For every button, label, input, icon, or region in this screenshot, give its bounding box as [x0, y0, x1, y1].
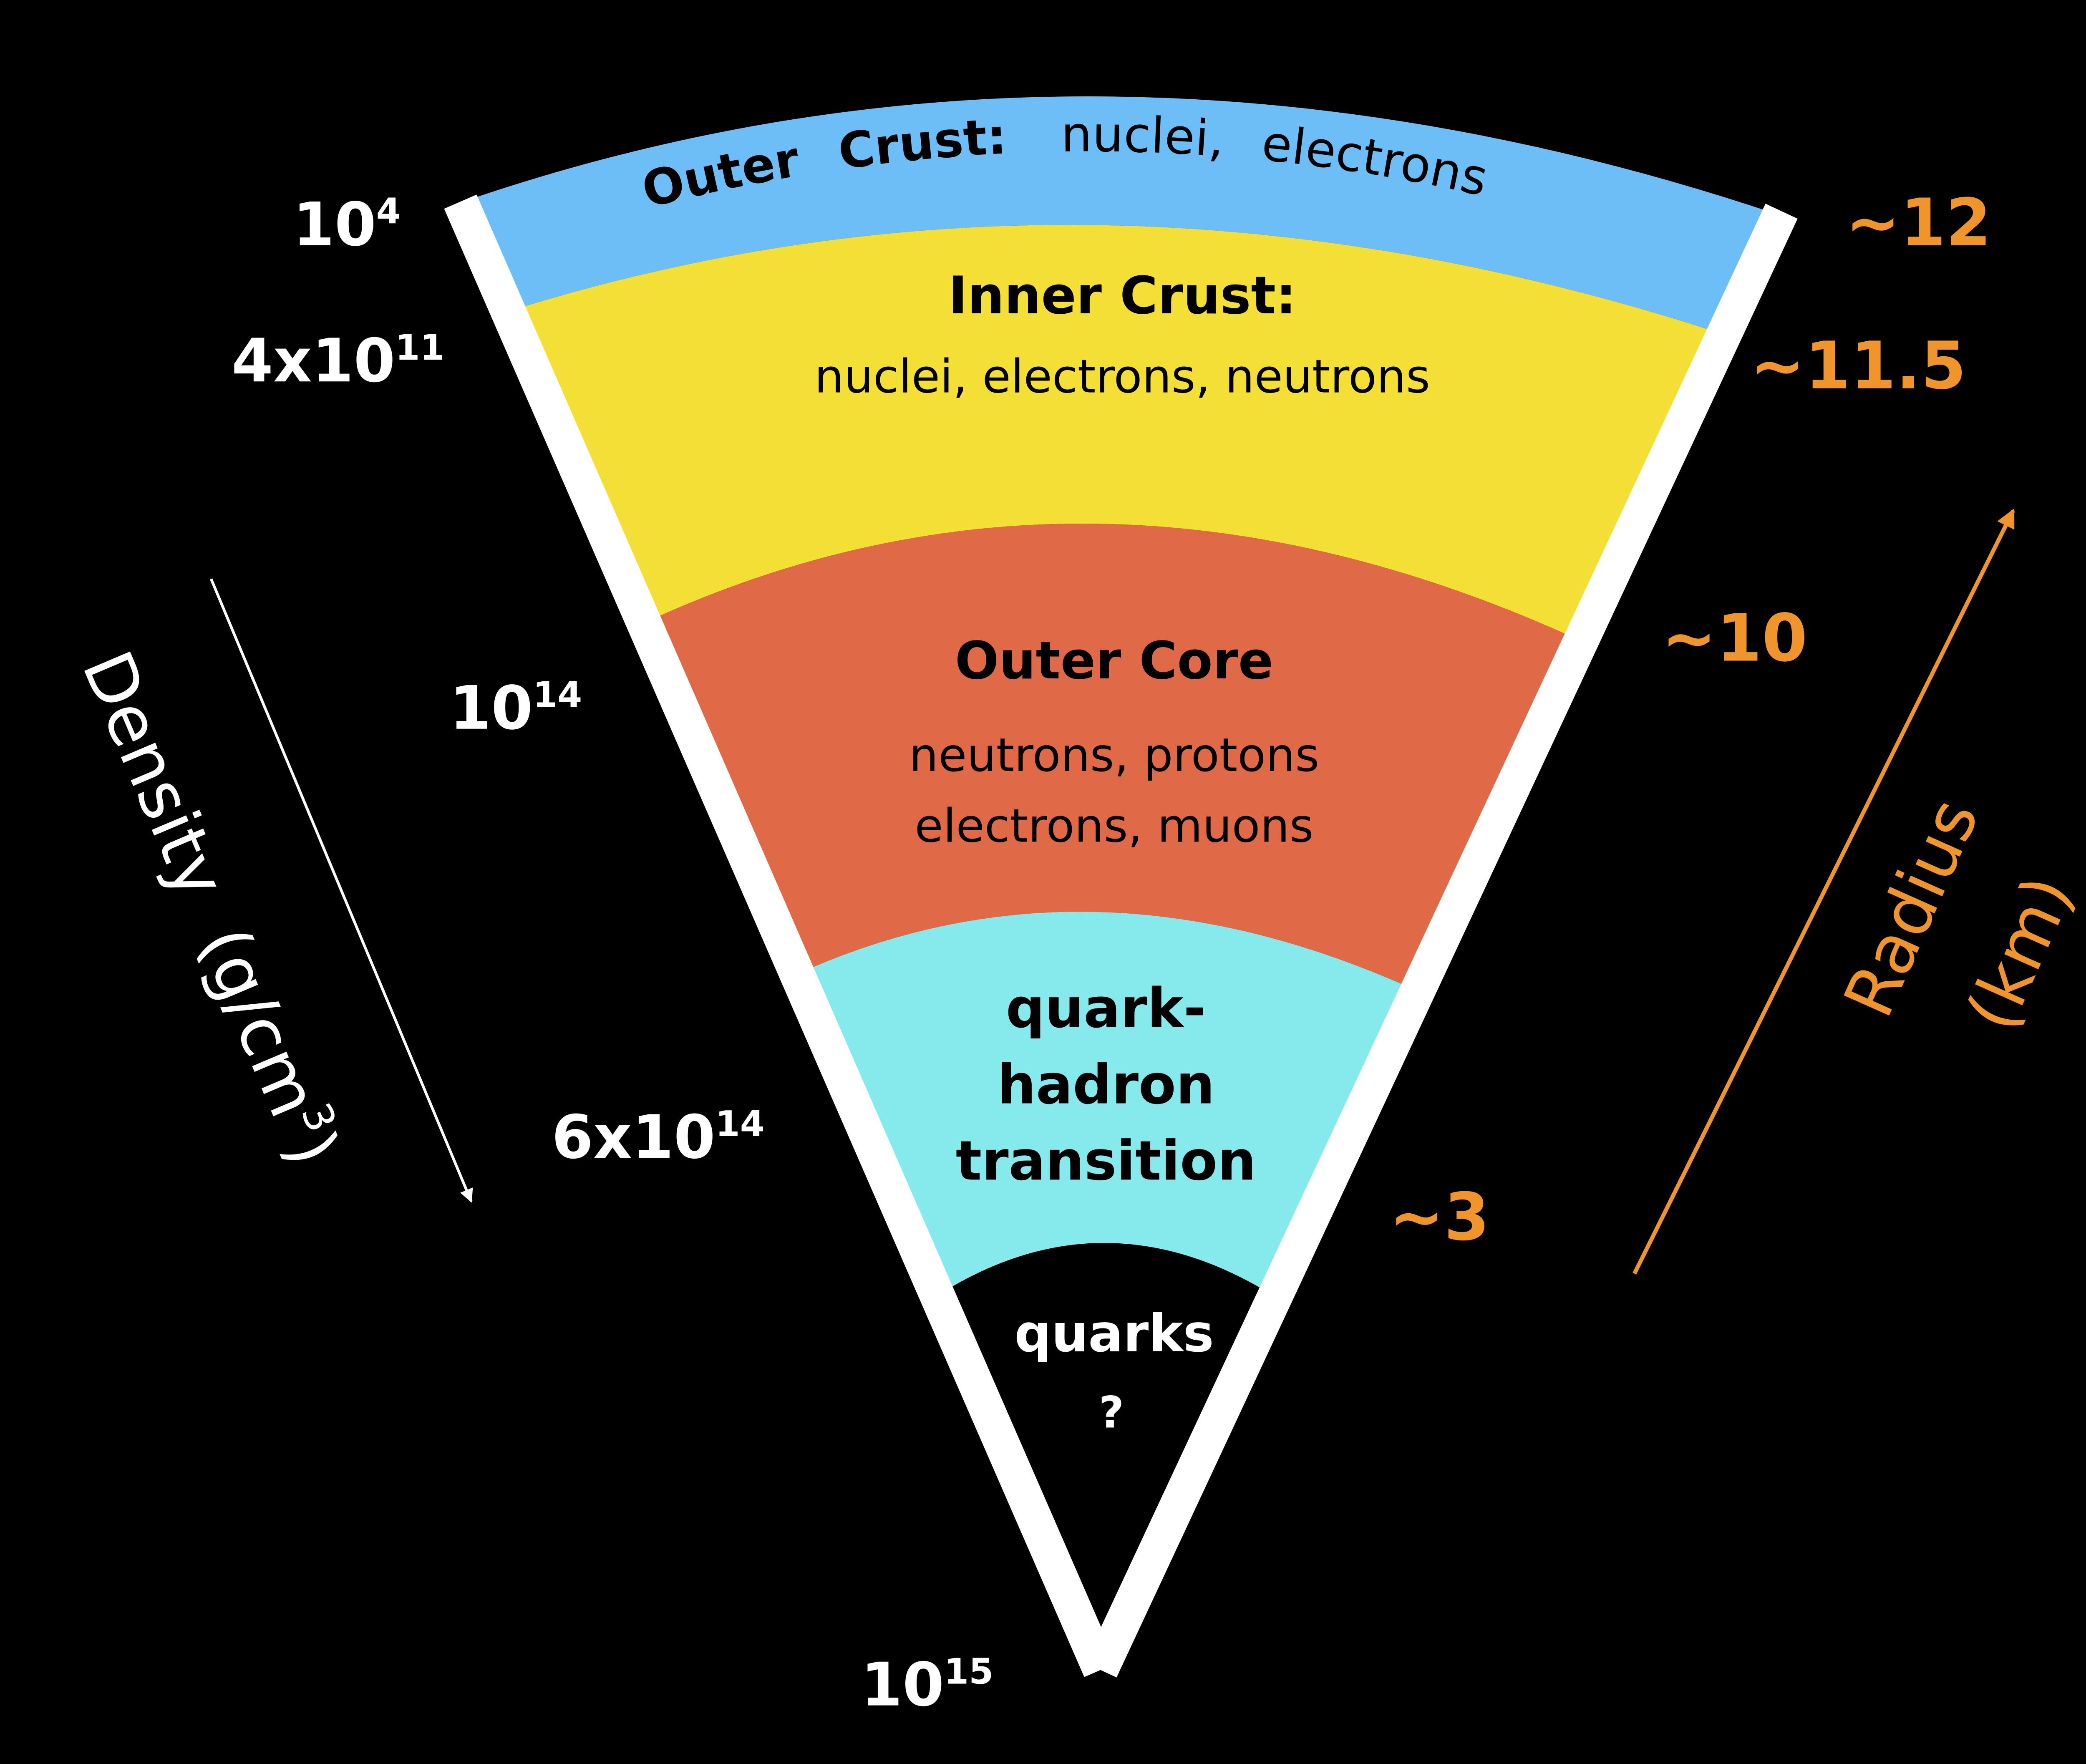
outer-core-title: Outer Core [955, 631, 1273, 691]
outer-core-composition-2: electrons, muons [915, 799, 1313, 853]
radius-level-4: ~3 [1389, 1179, 1489, 1255]
radius-level-3: ~10 [1662, 600, 1807, 676]
radius-level-1: ~12 [1846, 185, 1991, 261]
inner-crust-composition: nuclei, electrons, neutrons [814, 350, 1430, 403]
transition-label-3: transition [956, 1129, 1256, 1192]
inner-crust-title: Inner Crust: [948, 266, 1297, 326]
quarks-question-mark: ? [1099, 1387, 1124, 1438]
transition-label-2: hadron [997, 1053, 1215, 1116]
radius-level-2: ~11.5 [1750, 328, 1966, 404]
quarks-label: quarks [1014, 1304, 1214, 1364]
outer-core-composition-1: neutrons, protons [909, 728, 1319, 782]
transition-label-1: quark- [1006, 977, 1206, 1040]
